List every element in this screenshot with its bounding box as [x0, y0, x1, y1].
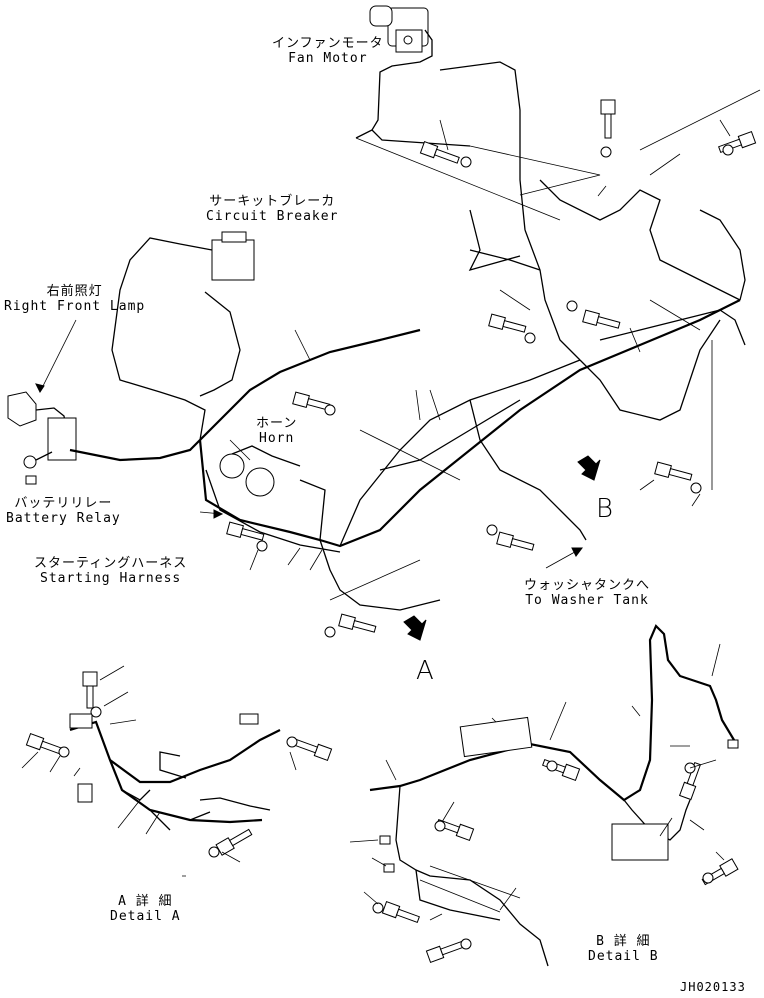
fan-motor-label: インファンモータ Fan Motor	[272, 36, 384, 66]
starting-harness-label: スターティングハーネス Starting Harness	[34, 556, 187, 586]
bolts-group	[226, 99, 757, 638]
battery-relay-label-jp: バッテリリレー	[14, 496, 113, 511]
view-b-marker: B	[596, 494, 614, 524]
right-front-lamp-label-en: Right Front Lamp	[4, 299, 146, 314]
detail-a-label: A 詳 細 Detail A	[110, 894, 181, 924]
horn-label-en: Horn	[259, 431, 295, 446]
detail-a-label-en: Detail A	[110, 909, 181, 924]
right-front-lamp-label-jp: 右前照灯	[46, 284, 103, 299]
fan-motor-label-jp: インファンモータ	[272, 36, 384, 51]
circuit-breaker-label-en: Circuit Breaker	[206, 209, 339, 224]
battery-relay-drawing	[23, 451, 53, 485]
circuit-breaker-drawing	[111, 231, 255, 441]
view-a-marker: A	[416, 656, 434, 686]
detail-b-drawing	[349, 624, 739, 967]
drawing-number: JH020133	[680, 980, 746, 994]
battery-relay-label-en: Battery Relay	[6, 511, 121, 526]
view-arrows	[403, 455, 601, 641]
starting-harness-label-en: Starting Harness	[40, 571, 182, 586]
washer-tank-label-jp: ウォッシャタンクへ	[524, 578, 651, 593]
starting-harness-label-jp: スターティングハーネス	[34, 556, 188, 571]
circuit-breaker-label: サーキットブレーカ Circuit Breaker	[206, 194, 338, 224]
washer-tank-label: ウォッシャタンクへ To Washer Tank	[524, 578, 650, 608]
detail-b-label-en: Detail B	[588, 949, 659, 964]
circuit-breaker-label-jp: サーキットブレーカ	[209, 194, 336, 209]
horn-label: ホーン Horn	[256, 416, 297, 446]
leader-lines	[199, 89, 761, 601]
detail-b-label-jp: B 詳 細	[596, 934, 651, 949]
detail-b-label: B 詳 細 Detail B	[588, 934, 659, 964]
battery-relay-label: バッテリリレー Battery Relay	[6, 496, 121, 526]
horn-label-jp: ホーン	[256, 416, 298, 431]
detail-a-drawing	[21, 665, 333, 877]
right-front-lamp-drawing	[7, 319, 77, 461]
horn-drawing	[219, 445, 326, 541]
right-front-lamp-label: 右前照灯 Right Front Lamp	[4, 284, 145, 314]
fan-motor-label-en: Fan Motor	[288, 51, 368, 66]
washer-tank-label-en: To Washer Tank	[525, 593, 649, 608]
fan-motor-drawing	[355, 5, 526, 231]
detail-a-label-jp: A 詳 細	[118, 894, 173, 909]
main-harness-trunk	[69, 179, 746, 611]
